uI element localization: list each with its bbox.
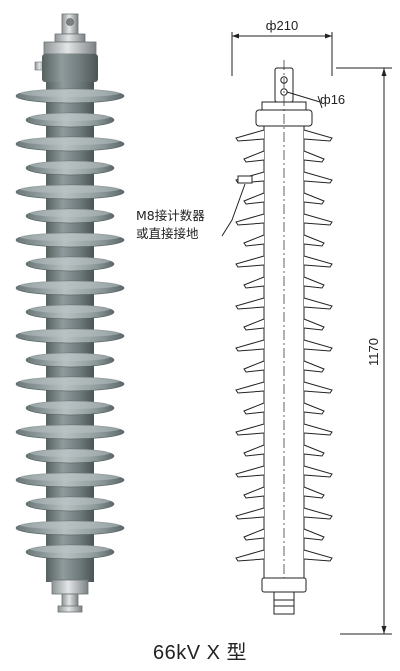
dim-height-arrow-top (381, 68, 387, 76)
photo-shed-highlight (20, 377, 120, 385)
drawing-m8-bolt (237, 175, 253, 184)
drawing-shed (235, 129, 333, 142)
photo-shed-highlight (20, 281, 120, 289)
dim-height-arrow-bottom (381, 626, 387, 634)
top-flange (43, 41, 97, 55)
diagram-caption: 66kV X 型 (152, 642, 248, 664)
drawing-shed (235, 339, 333, 352)
photo-shed-highlight (20, 425, 120, 433)
dim-height: 1170 (366, 338, 381, 366)
dim-top-arrow-left (232, 33, 239, 39)
bottom-nut (57, 605, 83, 613)
drawing-shed (243, 402, 325, 415)
arrester-photo (15, 13, 125, 613)
drawing-shed (235, 213, 333, 226)
drawing-shed (235, 507, 333, 520)
photo-shed-highlight (30, 161, 110, 169)
m8-leader (221, 183, 246, 237)
photo-shed-highlight (20, 473, 120, 481)
top-terminal-collar (54, 33, 86, 43)
drawing-bottom-terminal (273, 591, 295, 615)
dim-terminal-tick (317, 95, 323, 109)
bottom-flange (51, 579, 89, 595)
drawing-shed (235, 381, 333, 394)
top-cap (42, 54, 98, 82)
drawing-terminal-leader (286, 91, 321, 103)
drawing-shed (243, 360, 325, 373)
photo-shed-highlight (30, 545, 110, 553)
photo-shed-highlight (30, 353, 110, 361)
note-line-2: 或直接接地 (136, 226, 199, 241)
drawing-shed (243, 444, 325, 457)
dim-top-diameter: ф210 (266, 18, 298, 33)
drawing-shed (243, 150, 325, 163)
drawing-shed (235, 549, 333, 562)
photo-shed-highlight (20, 329, 120, 337)
photo-shed-highlight (30, 305, 110, 313)
photo-shed-highlight (30, 449, 110, 457)
drawing-shed (235, 423, 333, 436)
photo-shed-highlight (20, 521, 120, 529)
drawing-shed (235, 465, 333, 478)
drawing-shed (243, 276, 325, 289)
drawing-bottom-flange (261, 577, 307, 593)
photo-shed-highlight (30, 497, 110, 505)
photo-shed-highlight (20, 137, 120, 145)
drawing-shed (243, 192, 325, 205)
photo-shed-highlight (20, 185, 120, 193)
note-line-1: M8接计数器 (136, 208, 205, 223)
housing-sheds (15, 88, 125, 560)
photo-shed-highlight (30, 209, 110, 217)
photo-shed-highlight (30, 257, 110, 265)
drawing-shed (235, 297, 333, 310)
drawing-sheds (235, 126, 333, 578)
top-terminal-hole (66, 18, 74, 26)
drawing-shed (243, 486, 325, 499)
drawing-shed (243, 528, 325, 541)
drawing-shed (243, 318, 325, 331)
photo-shed-highlight (30, 113, 110, 121)
drawing-shed (243, 234, 325, 247)
photo-shed-highlight (30, 401, 110, 409)
technical-drawing (221, 32, 392, 635)
drawing-shed (235, 255, 333, 268)
photo-shed-highlight (20, 89, 120, 97)
dim-terminal-diameter: ф16 (320, 92, 345, 107)
photo-shed-highlight (20, 233, 120, 241)
dim-top-arrow-right (325, 33, 332, 39)
